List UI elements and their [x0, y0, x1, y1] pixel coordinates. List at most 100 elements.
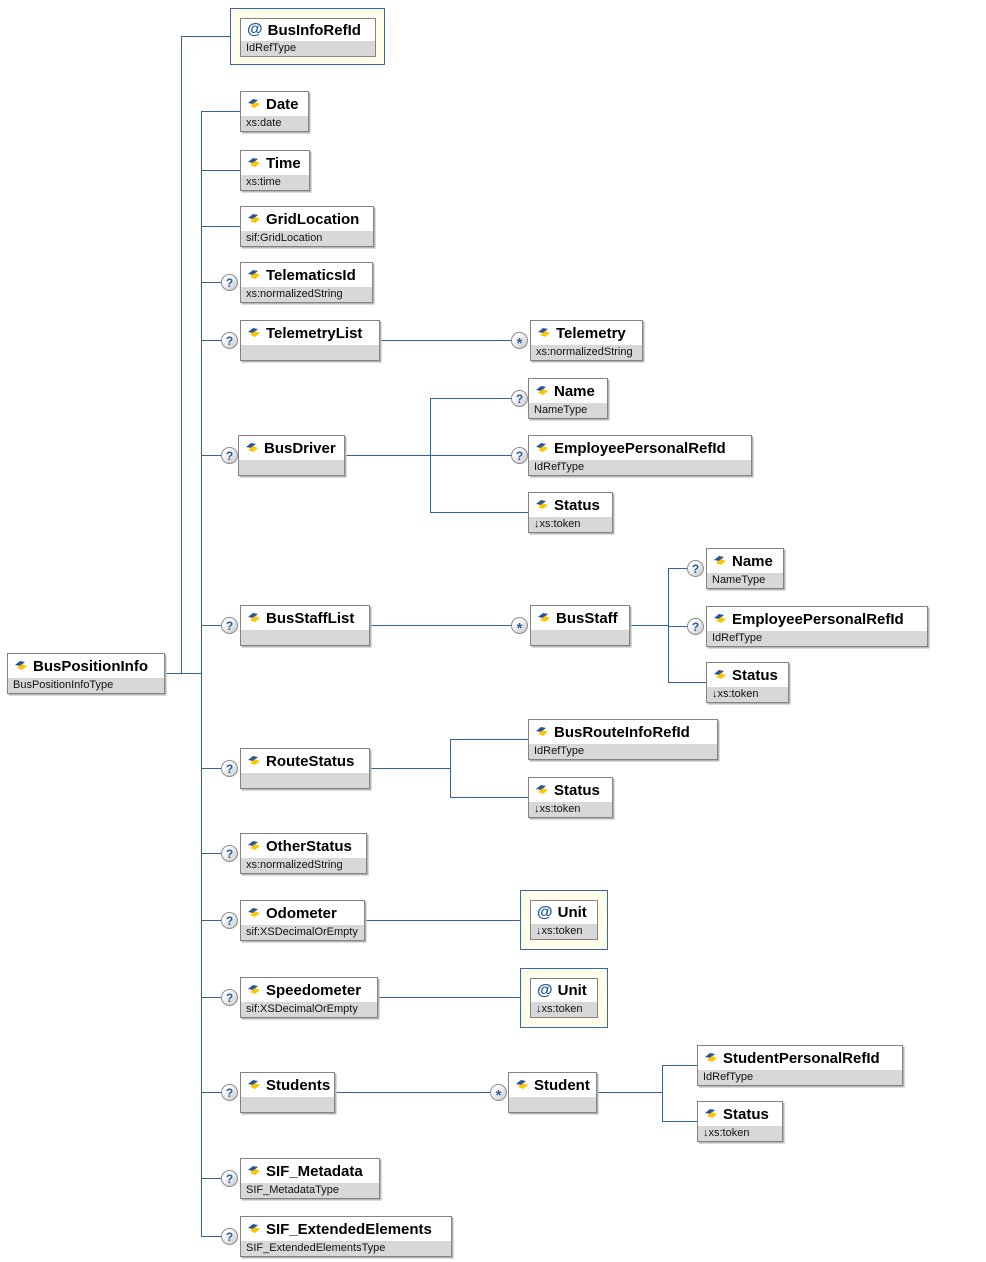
node-time[interactable]: Time xs:time [240, 150, 310, 191]
connector-line [201, 997, 226, 998]
connector-line [345, 455, 430, 456]
connector-line [370, 768, 450, 769]
optional-badge: ? [511, 447, 528, 464]
node-type [241, 630, 369, 645]
node-name: Speedometer [266, 981, 362, 999]
node-name: Telemetry [556, 324, 626, 342]
element-icon [713, 669, 727, 682]
node-type: IdRefType [698, 1070, 902, 1085]
node-type: NameType [529, 403, 607, 418]
node-studentpersonalrefid[interactable]: StudentPersonalRefId IdRefType [697, 1045, 903, 1086]
node-buspositioninfo[interactable]: BusPositionInfo BusPositionInfoType [7, 653, 165, 694]
node-type: xs:normalizedString [241, 287, 372, 302]
node-speedometer[interactable]: Speedometer sif:XSDecimalOrEmpty [240, 977, 378, 1018]
node-routestatus-status[interactable]: Status ↓xs:token [528, 777, 613, 818]
node-student[interactable]: Student [508, 1072, 597, 1113]
repeat-badge: * [490, 1084, 507, 1103]
connector-line [181, 36, 182, 673]
optional-badge: ? [221, 617, 238, 634]
optional-badge: ? [221, 1084, 238, 1101]
optional-badge: ? [221, 274, 238, 291]
node-busdriver-employeepersonalrefid[interactable]: EmployeePersonalRefId IdRefType [528, 435, 752, 476]
node-name: OtherStatus [266, 837, 352, 855]
attribute-container: @ Unit ↓xs:token [520, 890, 608, 950]
node-busstaff-status[interactable]: Status ↓xs:token [706, 662, 789, 703]
node-type: xs:normalizedString [241, 858, 366, 873]
node-name: BusRouteInfoRefId [554, 723, 690, 741]
node-name: SIF_Metadata [266, 1162, 363, 1180]
element-icon [247, 907, 261, 920]
node-type: sif:GridLocation [241, 231, 373, 246]
node-busstaff-employeepersonalrefid[interactable]: EmployeePersonalRefId IdRefType [706, 606, 928, 647]
node-type [239, 460, 344, 475]
element-icon [247, 269, 261, 282]
element-icon [14, 660, 28, 673]
node-name: Unit [557, 904, 587, 921]
node-name: EmployeePersonalRefId [554, 439, 726, 457]
node-businforefid[interactable]: @ BusInfoRefId IdRefType [240, 18, 376, 57]
node-type: SIF_ExtendedElementsType [241, 1241, 451, 1256]
node-gridlocation[interactable]: GridLocation sif:GridLocation [240, 206, 374, 247]
node-telemetry[interactable]: Telemetry xs:normalizedString [530, 320, 643, 361]
node-sif-extendedelements[interactable]: SIF_ExtendedElements SIF_ExtendedElement… [240, 1216, 452, 1257]
node-type: sif:XSDecimalOrEmpty [241, 1002, 377, 1017]
node-routestatus[interactable]: RouteStatus [240, 748, 370, 789]
connector-line [668, 568, 690, 569]
connector-line [662, 1121, 697, 1122]
node-date[interactable]: Date xs:date [240, 91, 309, 132]
connector-line [165, 673, 201, 674]
node-type: BusPositionInfoType [8, 678, 164, 693]
node-busstaff[interactable]: BusStaff [530, 605, 630, 646]
node-student-status[interactable]: Status ↓xs:token [697, 1101, 783, 1142]
node-type: xs:time [241, 175, 309, 190]
node-type: ↓xs:token [698, 1126, 782, 1141]
node-busstaff-name[interactable]: Name NameType [706, 548, 784, 589]
connector-line [335, 1092, 493, 1093]
node-type: IdRefType [529, 744, 717, 759]
node-type: xs:date [241, 116, 308, 131]
node-telematicsid[interactable]: TelematicsId xs:normalizedString [240, 262, 373, 303]
node-type [531, 630, 629, 645]
optional-badge: ? [221, 447, 238, 464]
node-busstafflist[interactable]: BusStaffList [240, 605, 370, 646]
element-icon [713, 555, 727, 568]
node-name: StudentPersonalRefId [723, 1049, 880, 1067]
node-sif-metadata[interactable]: SIF_Metadata SIF_MetadataType [240, 1158, 380, 1199]
connector-line [181, 36, 230, 37]
repeat-badge: * [511, 332, 528, 351]
element-icon [247, 1079, 261, 1092]
node-type [241, 345, 379, 360]
element-icon [537, 612, 551, 625]
node-type: sif:XSDecimalOrEmpty [241, 925, 364, 940]
node-name: Status [554, 781, 600, 799]
element-icon [535, 784, 549, 797]
optional-badge: ? [221, 332, 238, 349]
node-name: Students [266, 1076, 331, 1094]
node-otherstatus[interactable]: OtherStatus xs:normalizedString [240, 833, 367, 874]
node-busdriver-status[interactable]: Status ↓xs:token [528, 492, 613, 533]
connector-line [201, 170, 240, 171]
connector-line [370, 625, 514, 626]
node-busrouteinforefid[interactable]: BusRouteInfoRefId IdRefType [528, 719, 718, 760]
connector-line [201, 1178, 226, 1179]
node-telemetrylist[interactable]: TelemetryList [240, 320, 380, 361]
node-odometer-unit[interactable]: @ Unit ↓xs:token [530, 900, 598, 940]
node-name: Time [266, 154, 301, 172]
node-name: Name [554, 382, 595, 400]
connector-line [430, 455, 514, 456]
attribute-container: @ Unit ↓xs:token [520, 968, 608, 1028]
attribute-container: @ BusInfoRefId IdRefType [230, 8, 385, 65]
node-name: EmployeePersonalRefId [732, 610, 904, 628]
node-speedometer-unit[interactable]: @ Unit ↓xs:token [530, 978, 598, 1018]
node-type: xs:normalizedString [531, 345, 642, 360]
connector-line [450, 739, 528, 740]
node-busdriver[interactable]: BusDriver [238, 435, 345, 476]
connector-line [430, 512, 528, 513]
node-odometer[interactable]: Odometer sif:XSDecimalOrEmpty [240, 900, 365, 941]
node-type: ↓xs:token [531, 1002, 597, 1017]
element-icon [704, 1052, 718, 1065]
element-icon [247, 612, 261, 625]
node-students[interactable]: Students [240, 1072, 335, 1113]
connector-line [365, 920, 520, 921]
node-busdriver-name[interactable]: Name NameType [528, 378, 608, 419]
